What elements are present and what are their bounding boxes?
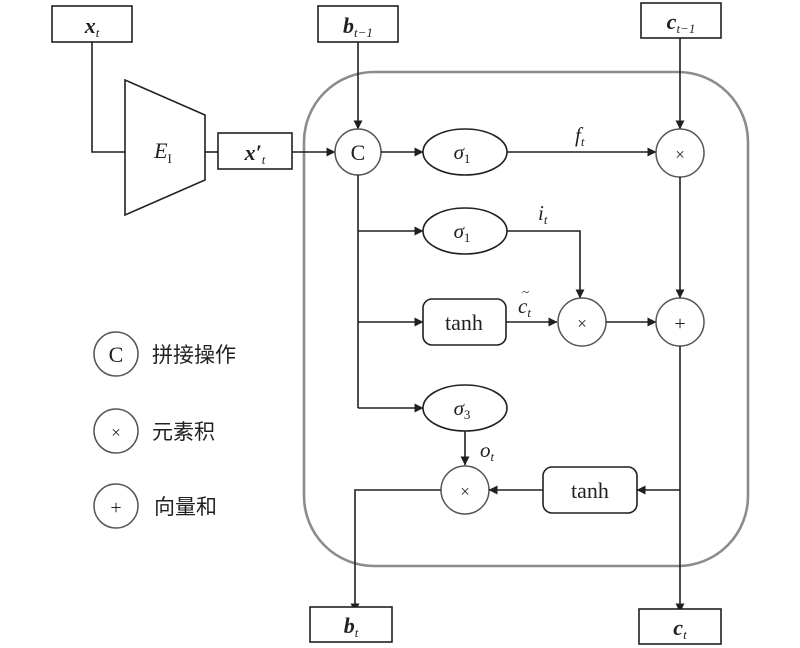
svg-text:σ3: σ3 [454,396,471,422]
svg-text:+: + [674,313,685,335]
add-node: + [655,297,705,347]
tilde-mark: ~ [522,284,529,299]
output-box-c-t: ct [638,608,722,645]
c-t-base: c [673,615,683,640]
arrow-multiply-to-b-t [350,489,441,613]
label-c-tilde: ct [518,294,531,320]
forget-gate-sigma: σ1 [422,128,508,176]
input-multiply-node: × [557,297,607,347]
legend-concat-symbol: C [109,342,124,367]
encoder-block: EI [124,78,206,217]
label-o-t: ot [480,438,495,464]
svg-text:x′t: x′t [244,140,266,167]
label-f-t: ft [575,123,585,149]
output-tanh-block: tanh [542,466,638,514]
legend-multiply-label: 元素积 [152,420,215,444]
svg-text:×: × [460,482,470,501]
b-prev-base: b [343,13,354,38]
legend-item-multiply: × 元素积 [93,408,215,454]
label-i-t: it [538,201,548,227]
output-sigma-base: σ [454,396,466,420]
forget-sigma-base: σ [454,140,466,164]
svg-text:xt: xt [84,13,100,40]
input-box-x-t: xt [51,5,133,43]
svg-text:×: × [675,145,685,164]
input-box-b-prev: bt−1 [317,5,399,43]
input-gate-sigma: σ1 [422,207,508,255]
encoded-input-box: x′t [217,132,293,170]
candidate-tanh-block: tanh [422,298,507,346]
legend-add-symbol: + [110,497,121,519]
arrow-input-gate-to-multiply [507,230,585,299]
legend-item-concat: C 拼接操作 [93,331,236,377]
svg-text:×: × [577,314,587,333]
input-box-c-prev: ct−1 [640,2,722,39]
legend-multiply-symbol: × [111,423,121,442]
legend-concat-label: 拼接操作 [152,343,236,367]
forget-sigma-sub: 1 [464,151,471,166]
input-sigma-base: σ [454,219,466,243]
output-sigma-sub: 3 [464,407,471,422]
x-t-base: x [84,13,96,38]
svg-text:ct: ct [673,615,687,642]
output-box-b-t: bt [309,606,393,643]
legend-add-label: 向量和 [154,495,217,519]
svg-text:bt−1: bt−1 [343,13,373,40]
encoder-sub: I [168,151,172,166]
svg-text:EI: EI [153,138,172,166]
concat-symbol: C [351,140,366,165]
input-sigma-sub: 1 [464,230,471,245]
legend: C 拼接操作 × 元素积 + 向量和 [93,331,236,529]
svg-text:bt: bt [344,613,359,640]
forget-multiply-node: × [655,128,705,178]
output-multiply-node: × [440,465,490,515]
concat-node: C [334,128,382,176]
output-tanh-label: tanh [571,478,609,503]
connector-x-to-encoder [91,42,125,153]
legend-item-add: + 向量和 [93,483,217,529]
xprime-base: x′ [244,140,262,165]
output-gate-sigma: σ3 [422,384,508,432]
svg-text:σ1: σ1 [454,219,471,245]
candidate-tanh-label: tanh [445,310,483,335]
svg-text:σ1: σ1 [454,140,471,166]
b-prev-sub: t−1 [354,25,373,40]
b-t-sub: t [355,625,359,640]
lstm-cell-boundary [302,70,750,568]
c-prev-base: c [667,9,677,34]
c-t-sub: t [683,627,687,642]
c-prev-sub: t−1 [676,21,695,36]
x-t-sub: t [96,25,100,40]
b-t-base: b [344,613,355,638]
xprime-sub: t [262,152,266,167]
encoder-base: E [153,138,168,163]
svg-text:ct−1: ct−1 [667,9,696,36]
